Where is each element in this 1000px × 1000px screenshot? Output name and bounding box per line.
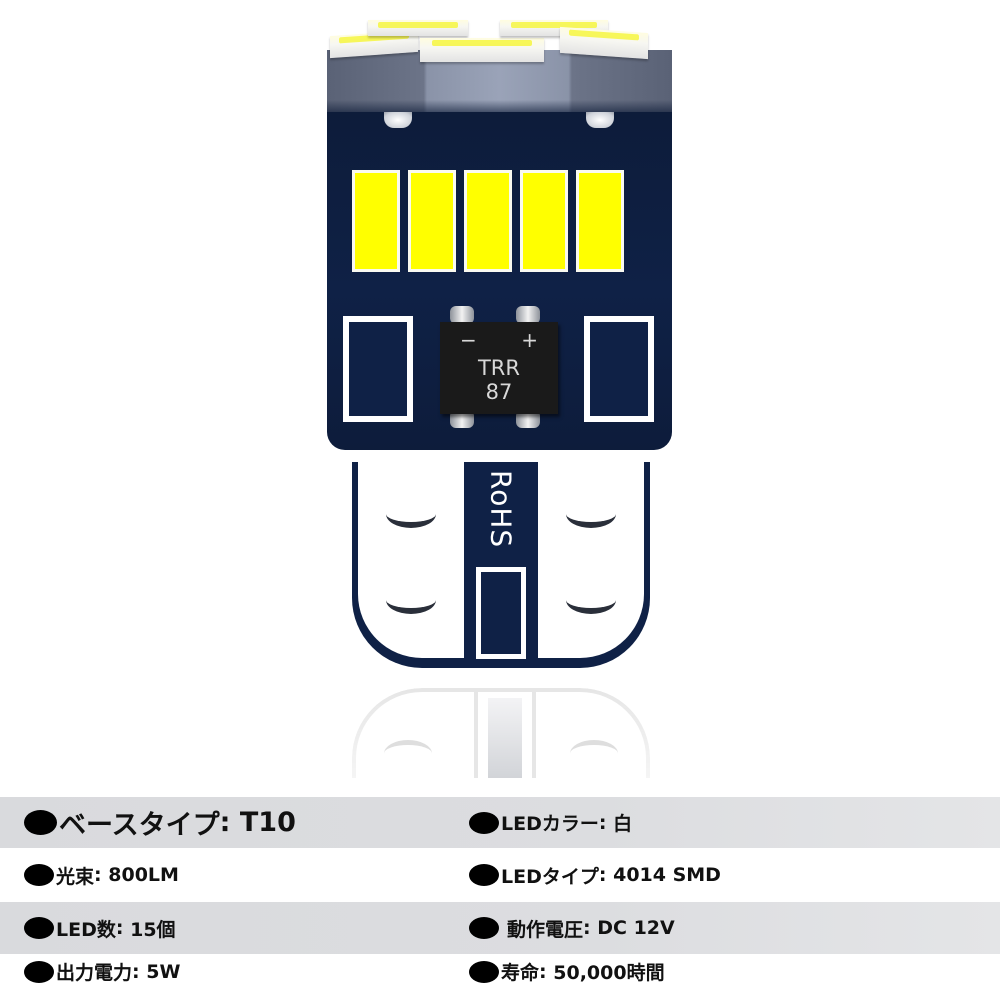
spec-value: T10 — [239, 807, 296, 838]
led-chip — [576, 170, 624, 272]
led-chip — [352, 170, 400, 272]
minus-icon: − — [460, 328, 477, 352]
led-chip — [464, 170, 512, 272]
spec-value: 15個 — [130, 918, 176, 941]
chip-polarity: − + — [440, 330, 558, 350]
solder-foot — [586, 112, 614, 128]
spec-value: 白 — [613, 813, 633, 835]
base-slot — [476, 567, 526, 659]
dimple — [384, 740, 432, 767]
spec-table: ベースタイプ: T10 LEDカラー: 白 光束: 800LM LEDタイプ: … — [0, 797, 1000, 1000]
spec-separator: : — [598, 811, 607, 834]
bullet-icon — [24, 864, 54, 886]
solder-foot — [384, 112, 412, 128]
spec-separator: : — [539, 960, 547, 983]
chip-model: TRR — [477, 356, 520, 380]
bridge-pin — [450, 410, 474, 428]
bullet-icon — [469, 960, 499, 983]
spec-label: LEDタイプ — [501, 865, 599, 888]
solder-pad-left — [343, 316, 413, 422]
spec-led-count: LED数: 15個 — [24, 915, 176, 942]
led-chip — [520, 170, 568, 272]
spec-lifespan: 寿命: 50,000時間 — [469, 958, 665, 985]
spec-value: 5W — [146, 960, 181, 983]
reflection-slot-fill — [488, 698, 522, 778]
bullet-icon — [24, 810, 57, 835]
spec-separator: : — [583, 917, 591, 939]
spec-row: 光束: 800LM LEDタイプ: 4014 SMD — [0, 848, 1000, 902]
bullet-icon — [469, 917, 499, 939]
spec-label: LEDカラー — [501, 813, 599, 835]
spec-label: 出力電力 — [56, 962, 133, 984]
spec-value: DC 12V — [597, 917, 675, 939]
bullet-icon — [24, 960, 54, 983]
dimple — [566, 500, 616, 528]
product-reflection — [352, 688, 650, 778]
spec-label: 動作電圧 — [507, 918, 584, 941]
spec-luminous-flux: 光束: 800LM — [24, 862, 179, 889]
spec-row: ベースタイプ: T10 LEDカラー: 白 — [0, 797, 1000, 848]
led-chip — [408, 170, 456, 272]
spec-label: LED数 — [56, 918, 116, 941]
spec-led-color: LEDカラー: 白 — [469, 809, 632, 836]
spec-label: 光束 — [56, 865, 95, 888]
plus-icon: + — [521, 328, 538, 352]
top-led-chip — [368, 20, 468, 36]
dimple — [570, 740, 618, 767]
reflection-slot — [474, 692, 536, 778]
bridge-pin — [450, 306, 474, 324]
spec-separator: : — [132, 960, 140, 983]
contact-left — [358, 462, 464, 658]
top-led-chip — [420, 38, 544, 62]
spec-value: 4014 SMD — [613, 864, 721, 886]
dimple — [386, 586, 436, 614]
spec-led-type: LEDタイプ: 4014 SMD — [469, 862, 721, 889]
dimple — [386, 500, 436, 528]
spec-output-power: 出力電力: 5W — [24, 958, 180, 985]
contact-right — [538, 462, 644, 658]
product-image: − + TRR 87 RoHS — [0, 0, 1000, 790]
rohs-mark: RoHS — [484, 470, 518, 549]
spec-value: 50,000時間 — [553, 962, 665, 984]
bridge-rectifier-chip: − + TRR 87 — [440, 322, 558, 414]
bullet-icon — [24, 917, 54, 939]
spec-value: 800LM — [108, 864, 179, 886]
bridge-pin — [516, 306, 540, 324]
chip-code: 87 — [485, 380, 513, 404]
spec-separator: : — [219, 807, 231, 838]
spec-row: 出力電力: 5W 寿命: 50,000時間 — [0, 954, 1000, 1000]
bullet-icon — [469, 811, 499, 834]
spec-operating-voltage: 動作電圧: DC 12V — [469, 915, 675, 942]
bullet-icon — [469, 864, 499, 886]
spec-label: ベースタイプ — [59, 810, 220, 841]
led-strip — [352, 170, 624, 272]
spec-separator: : — [115, 917, 124, 939]
spec-row: LED数: 15個 動作電圧: DC 12V — [0, 902, 1000, 954]
collar-shadow — [327, 100, 672, 112]
spec-separator: : — [94, 864, 102, 886]
spec-separator: : — [598, 864, 607, 886]
bridge-pin — [516, 410, 540, 428]
dimple — [566, 586, 616, 614]
solder-pad-right — [584, 316, 654, 422]
spec-label: 寿命 — [501, 962, 540, 984]
spec-base-type: ベースタイプ: T10 — [24, 803, 296, 842]
